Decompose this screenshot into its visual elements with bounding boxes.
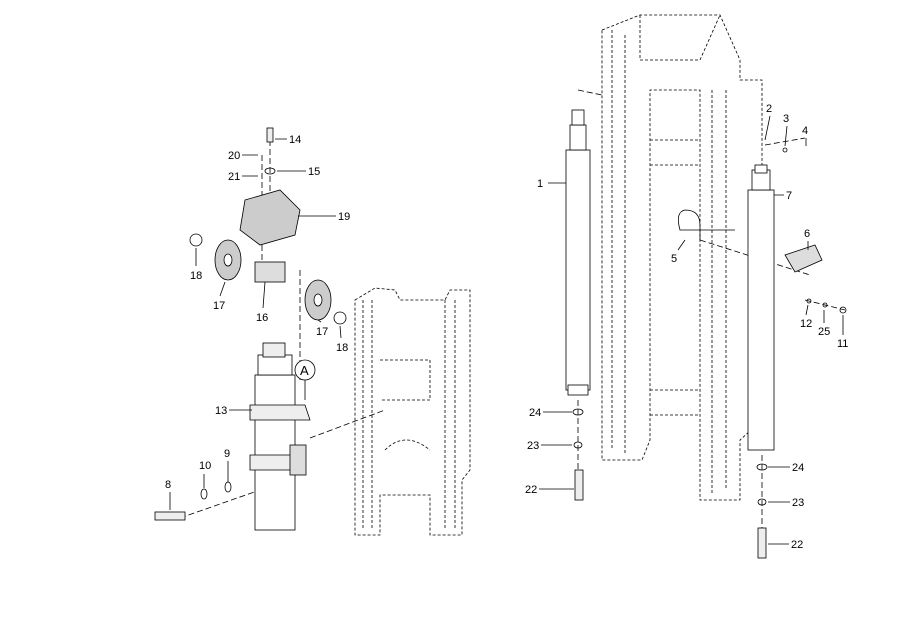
cylinder-1 <box>565 109 591 396</box>
detail-marker-circle <box>294 359 316 381</box>
callout-12: 12 <box>800 318 812 330</box>
callout-7: 7 <box>786 190 792 202</box>
assembly-lines <box>179 89 846 530</box>
callout-18: 18 <box>190 270 202 282</box>
bolt-8 <box>154 511 186 521</box>
callout-19: 19 <box>338 211 350 223</box>
callout-15: 15 <box>308 166 320 178</box>
pin-5 <box>677 209 735 240</box>
callout-21: 21 <box>228 171 240 183</box>
leader-lines <box>169 115 844 545</box>
callout-9: 9 <box>224 448 230 460</box>
callout-20: 20 <box>228 150 240 162</box>
callout-24: 24 <box>529 407 541 419</box>
callout-5: 5 <box>671 253 677 265</box>
callout-22: 22 <box>791 539 803 551</box>
cylinder-13 <box>249 342 311 531</box>
callout-14: 14 <box>289 134 301 146</box>
callout-1: 1 <box>537 178 543 190</box>
callout-6: 6 <box>804 228 810 240</box>
cylinder-7 <box>747 164 775 451</box>
callout-10: 10 <box>199 460 211 472</box>
callout-13: 13 <box>215 405 227 417</box>
left-mast-frame <box>354 287 471 536</box>
callout-17: 17 <box>316 326 328 338</box>
callout-24: 24 <box>792 462 804 474</box>
bracket-6 <box>784 244 823 273</box>
bolt-14 <box>266 127 274 143</box>
callout-17: 17 <box>213 300 225 312</box>
callout-2: 2 <box>766 103 772 115</box>
callout-11: 11 <box>837 338 848 350</box>
callout-labels: 14 20 15 21 19 18 17 16 17 18 13 10 9 8 … <box>165 103 848 551</box>
callout-8: 8 <box>165 479 171 491</box>
callout-22: 22 <box>525 484 537 496</box>
sheave-head-19 <box>239 189 301 246</box>
detail-marker-a: A <box>300 363 309 378</box>
callout-4: 4 <box>802 125 808 137</box>
callout-3: 3 <box>783 113 789 125</box>
callout-25: 25 <box>818 326 830 338</box>
callout-23: 23 <box>527 440 539 452</box>
callout-18: 18 <box>336 342 348 354</box>
axle-16 <box>254 261 286 283</box>
callout-16: 16 <box>256 312 268 324</box>
right-mast-frame <box>601 14 763 501</box>
bolt-22-left <box>574 469 584 501</box>
callout-23: 23 <box>792 497 804 509</box>
bolt-22-right <box>757 527 767 559</box>
